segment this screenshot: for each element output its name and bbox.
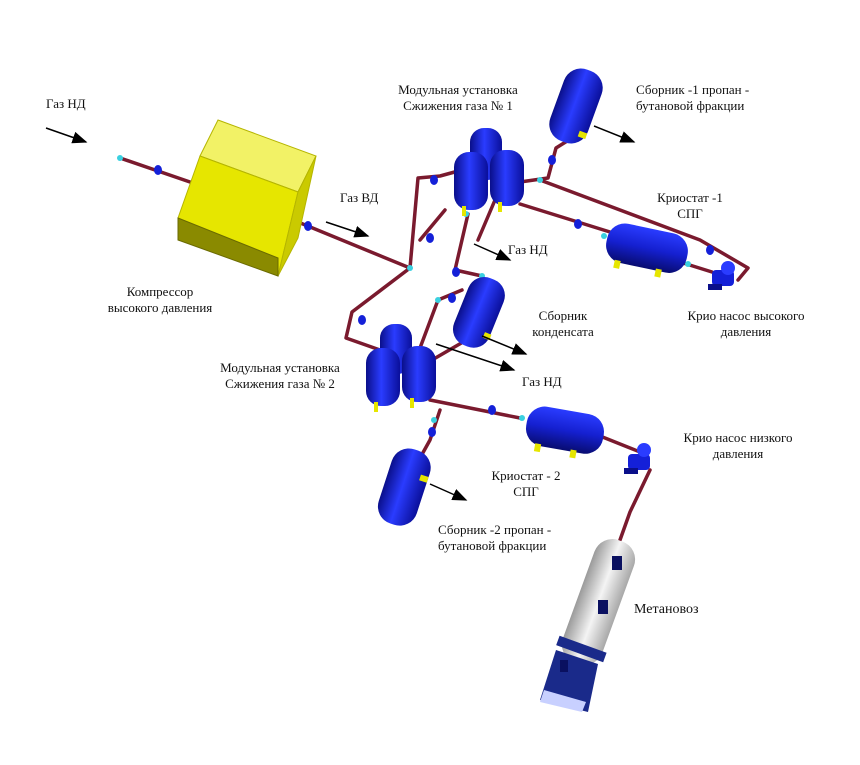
condensate-collector bbox=[452, 277, 505, 348]
label-collector-2-line1: Сборник -2 пропан - bbox=[438, 522, 552, 537]
arrow-collector2-out bbox=[429, 483, 468, 501]
label-pump-high-line1: Крио насос высокого bbox=[687, 308, 805, 323]
label-condensate-line1: Сборник bbox=[538, 308, 588, 323]
label-gas-nd-inlet: Газ НД bbox=[46, 96, 86, 111]
label-pump-high-line2: давления bbox=[720, 324, 772, 339]
pump-low-pressure bbox=[624, 443, 651, 474]
label-compressor-line2: высокого давления bbox=[107, 300, 213, 315]
valves bbox=[154, 155, 714, 437]
label-condensate-line2: конденсата bbox=[532, 324, 594, 339]
label-module-1: Модульная установка Сжижения газа № 1 bbox=[388, 82, 528, 114]
label-pump-low: Крио насос низкого давления bbox=[668, 430, 808, 462]
label-gas-vd: Газ ВД bbox=[340, 190, 379, 205]
methane-tanker-truck bbox=[540, 539, 636, 712]
label-truck: Метановоз bbox=[634, 602, 699, 617]
collector-2-propane-butane bbox=[377, 448, 431, 526]
flow-arrows bbox=[45, 125, 636, 501]
label-gas-nd-mid: Газ НД bbox=[508, 242, 548, 257]
module-1-liquefaction bbox=[454, 128, 524, 216]
label-condensate: Сборник конденсата bbox=[518, 308, 608, 340]
cryostat-2-lng bbox=[525, 406, 605, 459]
cryostat-1-lng bbox=[606, 223, 688, 278]
label-collector-1: Сборник -1 пропан - бутановой фракции bbox=[636, 82, 749, 114]
label-module-2-line1: Модульная установка bbox=[220, 360, 340, 375]
label-collector-2: Сборник -2 пропан - бутановой фракции bbox=[438, 522, 551, 554]
arrow-collector1-out bbox=[593, 125, 636, 143]
label-compressor-line1: Компрессор bbox=[126, 284, 194, 299]
label-module-2: Модульная установка Сжижения газа № 2 bbox=[210, 360, 350, 392]
collector-1-propane-butane bbox=[549, 68, 603, 144]
label-cryostat-2: Криостат - 2 СПГ bbox=[476, 468, 576, 500]
label-collector-1-line1: Сборник -1 пропан - bbox=[636, 82, 750, 97]
label-cryostat-2-line1: Криостат - 2 bbox=[491, 468, 561, 483]
module-2-liquefaction bbox=[366, 324, 436, 412]
label-pump-high: Крио насос высокого давления bbox=[676, 308, 816, 340]
compressor-high-pressure bbox=[177, 119, 317, 277]
label-module-1-line2: Сжижения газа № 1 bbox=[403, 98, 513, 113]
label-compressor: Компрессор высокого давления bbox=[100, 284, 220, 316]
label-cryostat-1-line2: СПГ bbox=[677, 206, 703, 221]
arrow-condensate-out bbox=[481, 335, 528, 355]
arrow-gas-nd-inlet bbox=[45, 127, 88, 144]
label-cryostat-1: Криостат -1 СПГ bbox=[640, 190, 740, 222]
label-gas-nd-low: Газ НД bbox=[522, 374, 562, 389]
arrow-gas-nd-low bbox=[435, 343, 516, 372]
label-cryostat-2-line2: СПГ bbox=[513, 484, 539, 499]
label-module-1-line1: Модульная установка bbox=[398, 82, 518, 97]
label-cryostat-1-line1: Криостат -1 bbox=[657, 190, 723, 205]
label-collector-1-line2: бутановой фракции bbox=[636, 98, 745, 113]
pump-high-pressure bbox=[708, 261, 735, 290]
arrow-gas-nd-mid bbox=[473, 243, 512, 261]
arrow-gas-vd bbox=[325, 221, 370, 238]
label-pump-low-line2: давления bbox=[712, 446, 764, 461]
label-pump-low-line1: Крио насос низкого bbox=[683, 430, 793, 445]
label-collector-2-line2: бутановой фракции bbox=[438, 538, 547, 553]
label-module-2-line2: Сжижения газа № 2 bbox=[225, 376, 335, 391]
